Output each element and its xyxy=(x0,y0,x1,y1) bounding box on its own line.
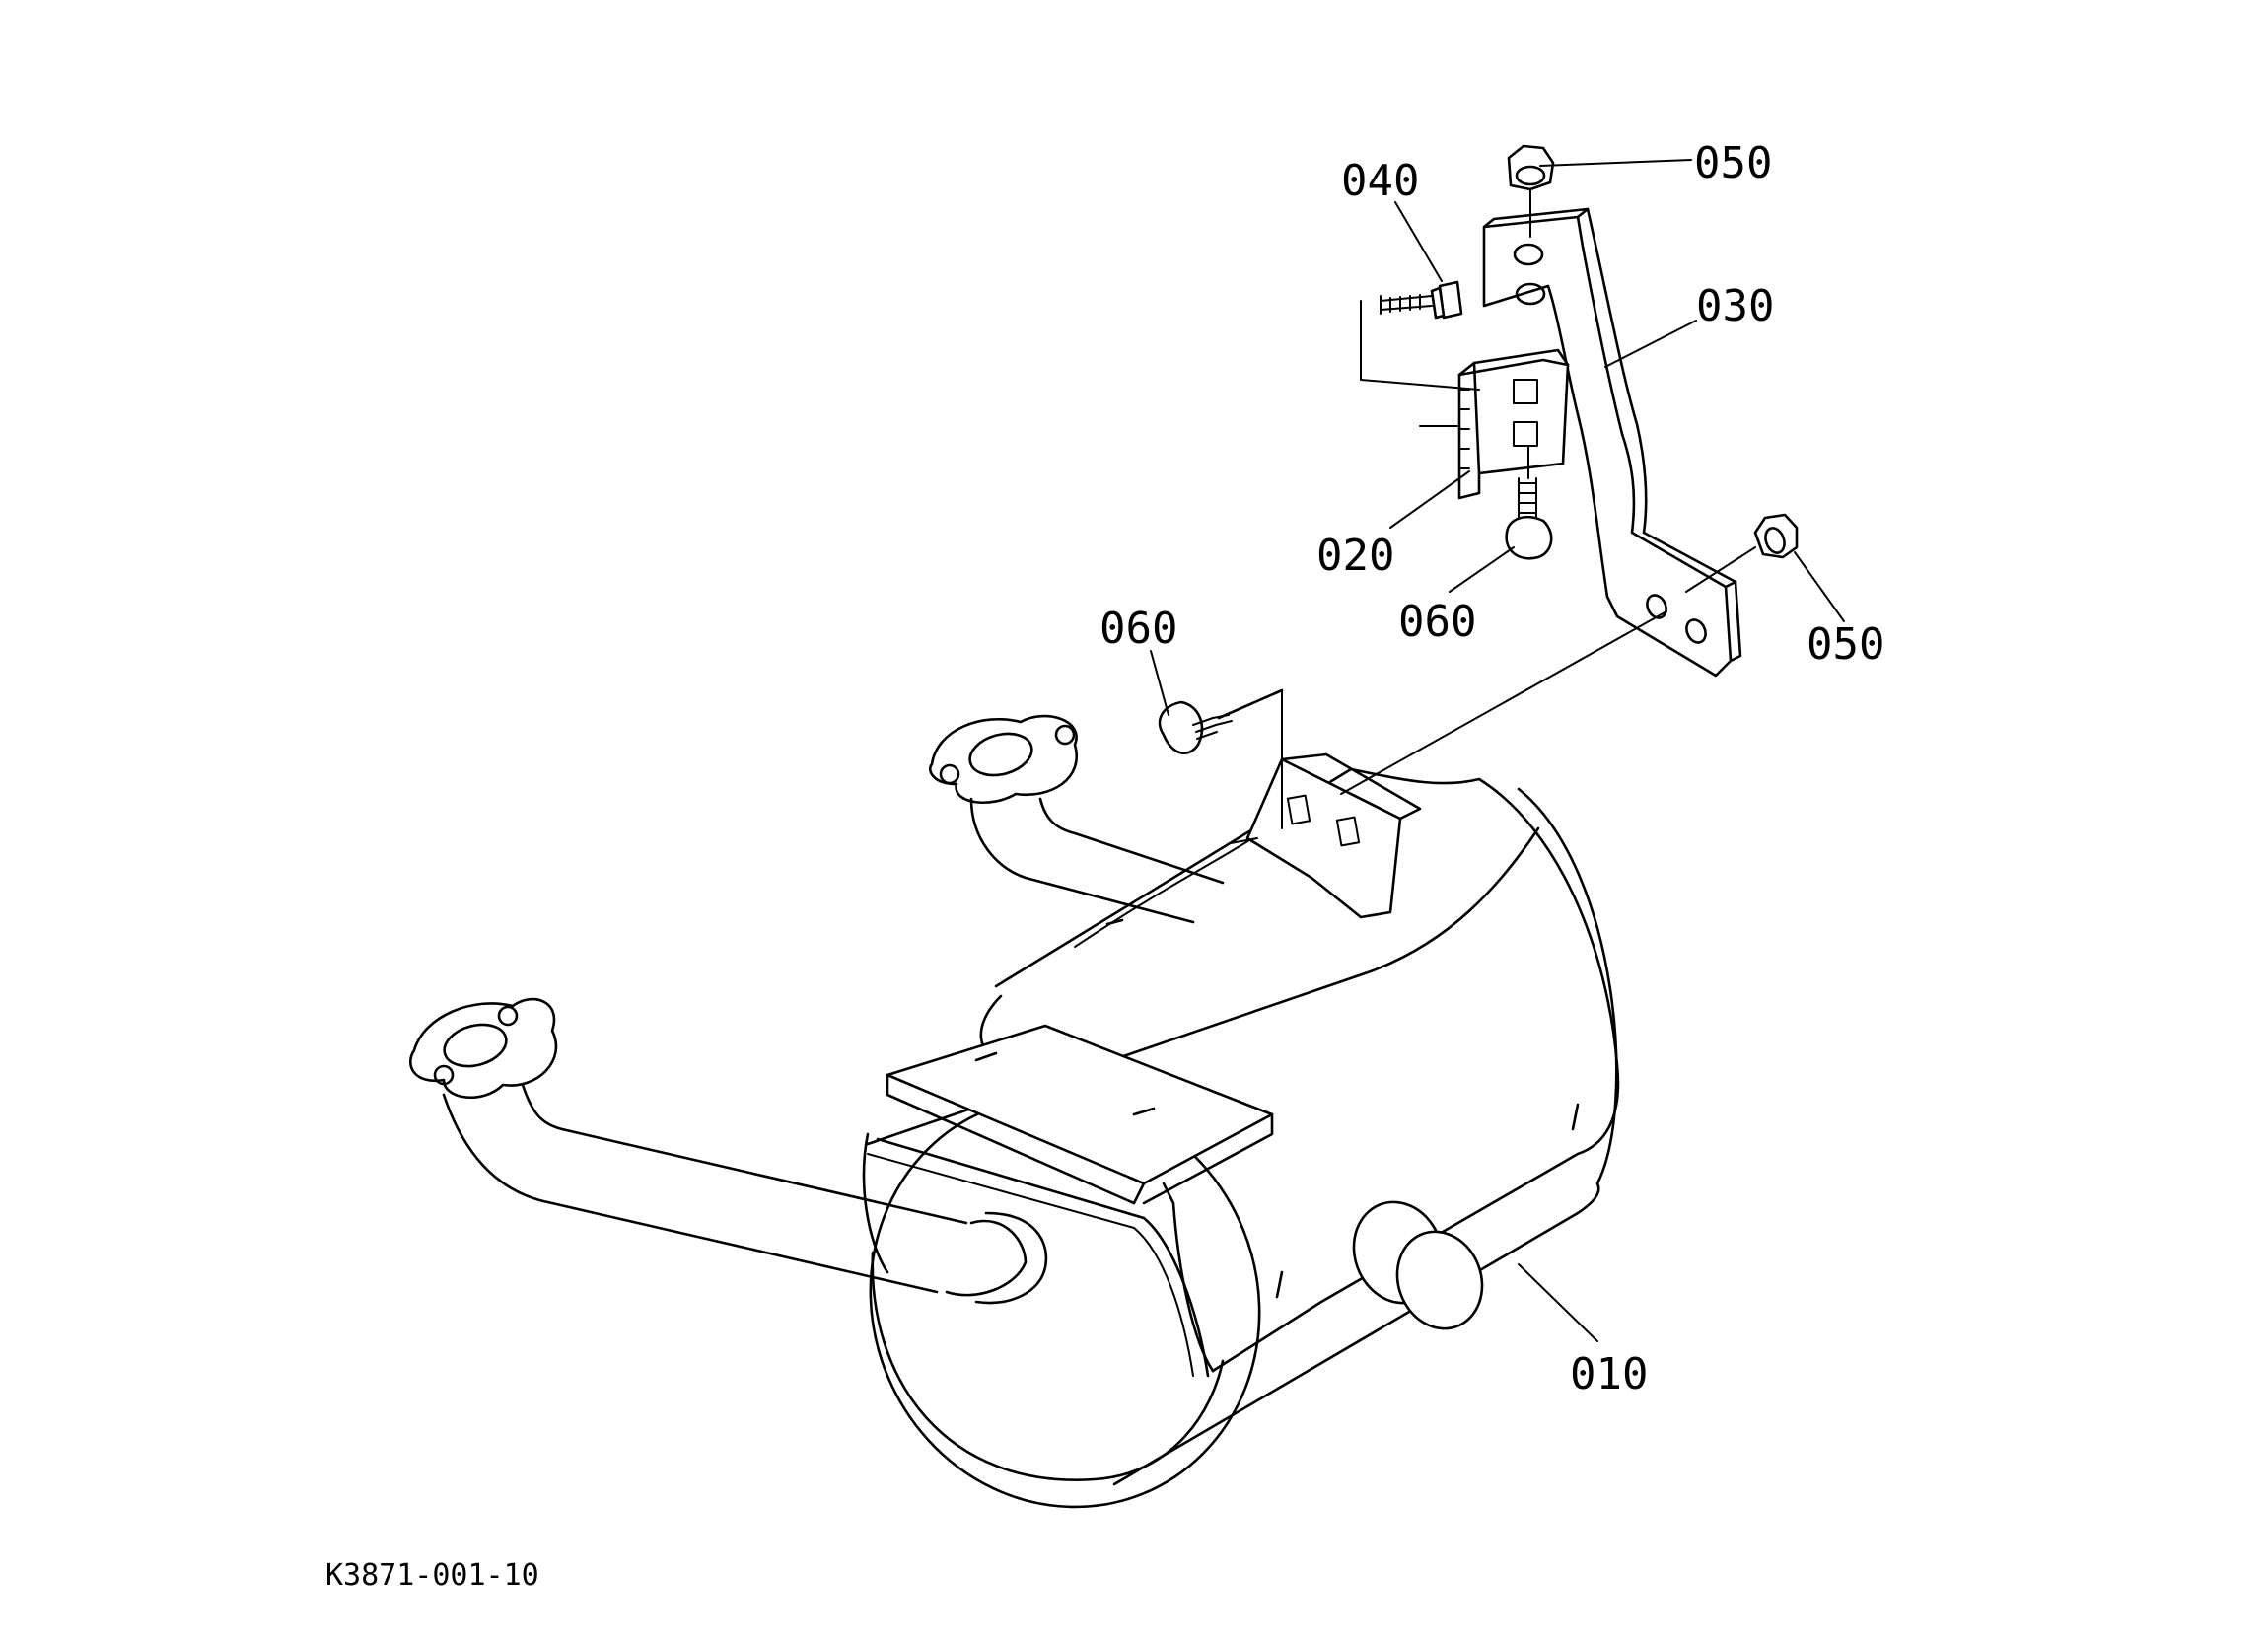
exhaust-pipe-upper xyxy=(928,714,1225,924)
muffler-010 xyxy=(862,767,1620,1509)
muffler-mounting-tab xyxy=(1230,752,1422,919)
exhaust-pipe-lower xyxy=(408,997,1048,1305)
bolt-040 xyxy=(1360,280,1480,391)
assembly-line xyxy=(1340,610,1667,795)
nut-050-right xyxy=(1685,513,1799,593)
nut-050-top xyxy=(1507,144,1555,238)
callout-030: 030 xyxy=(1696,281,1774,331)
callout-050-top: 050 xyxy=(1694,138,1772,188)
callout-020: 020 xyxy=(1316,531,1394,581)
callout-010: 010 xyxy=(1570,1349,1648,1399)
bracket-020 xyxy=(1419,348,1570,500)
bolt-060-center xyxy=(1505,445,1553,560)
callout-060-left: 060 xyxy=(1099,604,1177,654)
callout-060-center: 060 xyxy=(1398,597,1476,647)
drawing-code: K3871-001-10 xyxy=(325,1558,539,1593)
bolt-060-left xyxy=(1158,688,1284,829)
leader-lines xyxy=(1150,159,1845,1342)
callout-040: 040 xyxy=(1341,156,1419,206)
callout-050-right: 050 xyxy=(1807,619,1884,670)
